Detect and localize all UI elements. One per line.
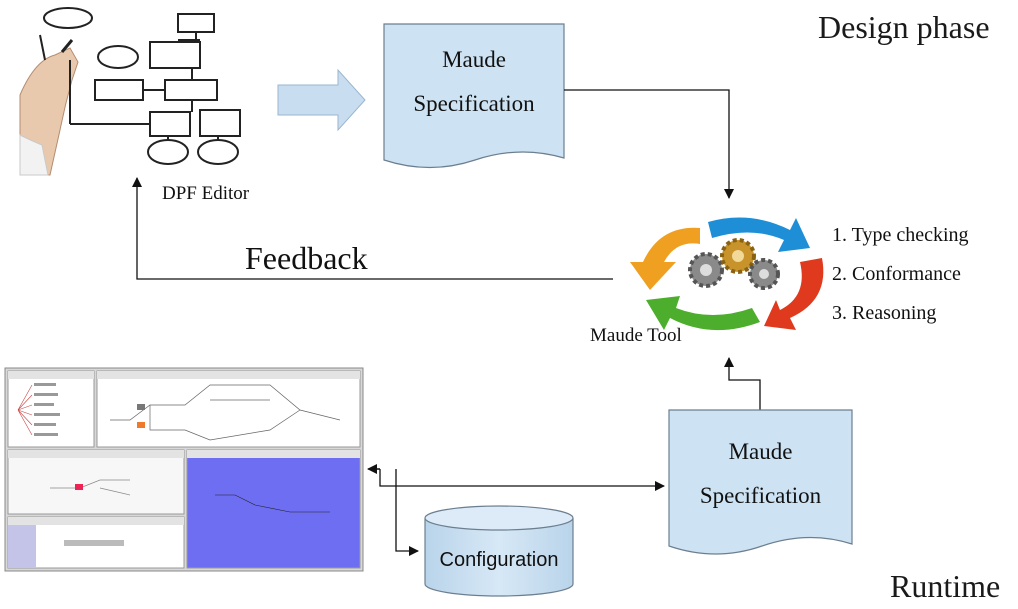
spec-bottom-to-tool-arrow [724,357,761,410]
feedback-arrow [132,177,613,280]
tool-step-conformance: 2. Conformance [832,263,961,285]
spec-top-shape [383,23,565,169]
design-phase-title: Design phase [818,9,990,45]
configuration-cylinder [424,505,574,597]
dpf-editor-image [19,5,268,176]
tool-steps: 1. Type checking 2. Conformance 3. Reaso… [832,224,969,341]
runtime-title: Runtime [890,568,1001,604]
block-arrow [277,68,366,132]
spec-bottom-line1: Maude [728,439,793,464]
spec-top-label: Maude Specification [384,38,564,126]
maude-tool-label: Maude Tool [590,325,682,346]
tool-step-reasoning: 3. Reasoning [832,302,937,324]
runtime-to-spec-arrow [379,469,665,491]
dpf-editor-label: DPF Editor [162,183,250,204]
spec-bottom-label: Maude Specification [669,430,852,518]
spec-bottom-shape [668,409,853,555]
feedback-label: Feedback [245,240,368,276]
configuration-label: Configuration [439,549,559,571]
maude-tool-cycle [630,217,824,331]
tool-step-type-checking: 1. Type checking [832,224,969,246]
spec-bottom-line2: Specification [699,483,822,508]
spec-top-line2: Specification [413,91,535,116]
spec-top-line1: Maude [442,47,506,72]
spec-top-to-tool-arrow [564,89,734,199]
runtime-screenshot [4,367,364,572]
runtime-to-config-arrow [395,469,419,556]
